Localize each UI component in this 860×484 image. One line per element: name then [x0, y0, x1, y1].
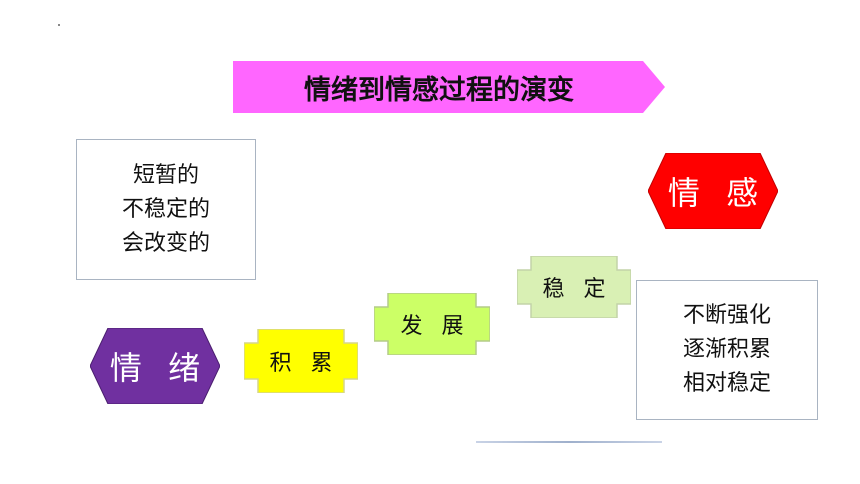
hexagon-shape	[648, 153, 778, 229]
emotion-traits-box: 短暂的 不稳定的 会改变的	[76, 139, 256, 280]
feeling-trait-line: 相对稳定	[682, 371, 771, 396]
step-label: 发 展	[400, 314, 470, 339]
step-label: 稳 定	[542, 277, 612, 302]
feeling-traits-box: 不断强化 逐渐积累 相对稳定	[636, 280, 818, 420]
step-accumulate: 积 累	[244, 329, 358, 393]
start-node-emotion: 情 绪	[90, 328, 220, 404]
feeling-trait-line: 逐渐积累	[682, 337, 771, 362]
step-stabilize: 稳 定	[517, 256, 631, 318]
notched-box-shape	[374, 293, 490, 355]
diagram-title: 情绪到情感过程的演变	[304, 74, 574, 106]
emotion-trait-line: 短暂的	[132, 162, 199, 188]
notched-box-shape	[244, 329, 358, 393]
emotion-trait-line: 不稳定的	[121, 196, 210, 222]
start-node-label: 情 绪	[109, 349, 209, 387]
emotion-trait-line: 会改变的	[121, 230, 210, 256]
divider-line	[476, 441, 662, 443]
end-node-feeling: 情 感	[648, 153, 778, 229]
stray-dot	[58, 24, 60, 26]
end-node-label: 情 感	[667, 174, 767, 212]
feeling-trait-line: 不断强化	[682, 303, 771, 328]
hexagon-shape	[90, 328, 220, 404]
title-banner: 情绪到情感过程的演变	[233, 61, 665, 113]
title-banner-arrow-shape	[233, 61, 665, 113]
notched-box-shape	[517, 256, 631, 318]
step-label: 积 累	[269, 351, 339, 376]
step-develop: 发 展	[374, 293, 490, 355]
